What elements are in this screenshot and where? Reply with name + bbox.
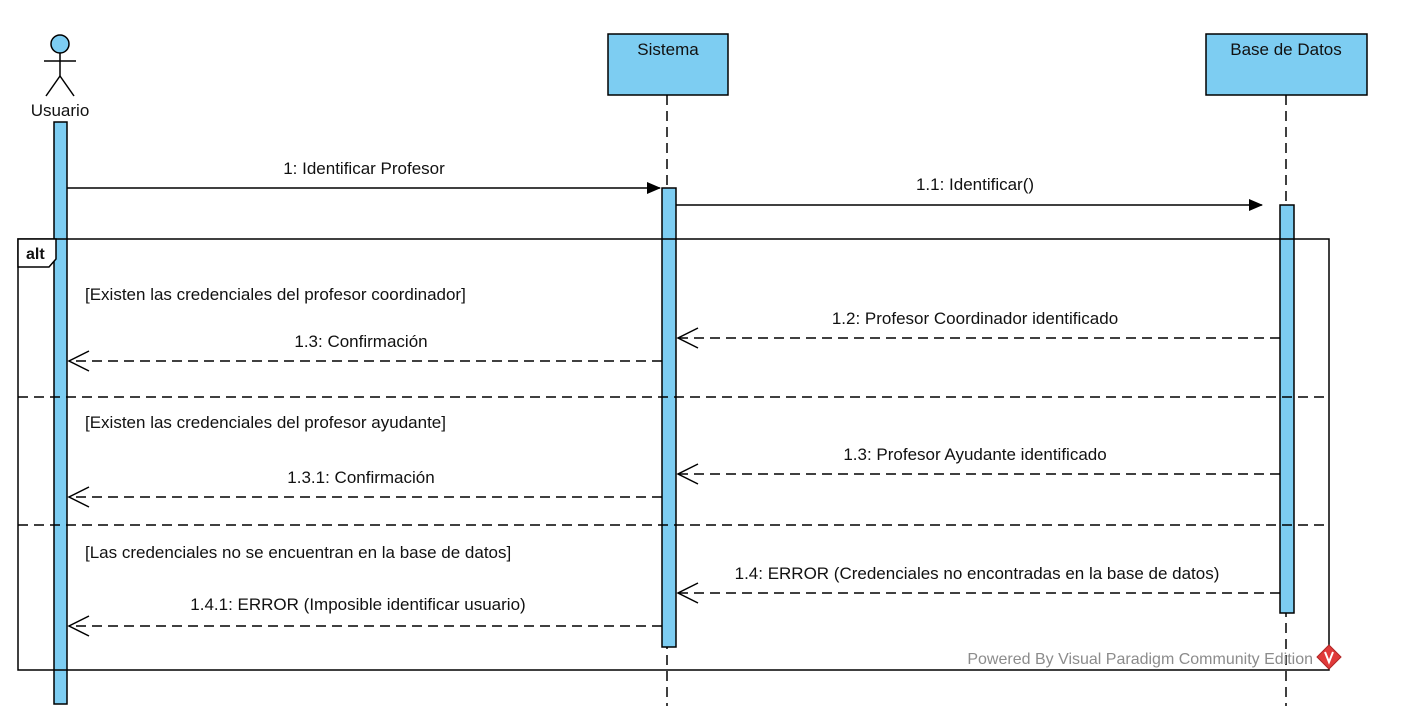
alt-operator-label: alt: [26, 246, 45, 263]
message-1: 1: Identificar Profesor: [67, 159, 661, 194]
actor-leg-left: [45, 75, 61, 97]
message-1-3-ayudante: 1.3: Profesor Ayudante identificado: [676, 445, 1280, 485]
watermark: Powered By Visual Paradigm Community Edi…: [967, 644, 1342, 670]
watermark-text: Powered By Visual Paradigm Community Edi…: [967, 651, 1313, 668]
activation-base-de-datos: [1279, 204, 1295, 614]
message-1-2: 1.2: Profesor Coordinador identificado: [676, 309, 1280, 349]
activation-usuario: [53, 121, 68, 705]
message-1-3: 1.3: Confirmación: [67, 332, 662, 372]
actor-head: [50, 34, 70, 54]
message-1-4-label: 1.4: ERROR (Credenciales no encontradas …: [735, 564, 1220, 583]
participant-base-de-datos: Base de Datos: [1205, 33, 1368, 96]
actor-label: Usuario: [31, 101, 90, 120]
message-1-1-label: 1.1: Identificar(): [916, 175, 1034, 194]
participant-base-de-datos-label: Base de Datos: [1230, 40, 1342, 59]
message-1-1: 1.1: Identificar(): [676, 175, 1263, 211]
message-1-4: 1.4: ERROR (Credenciales no encontradas …: [676, 564, 1280, 604]
actor-usuario: Usuario: [31, 34, 90, 120]
message-1-3-ayudante-label: 1.3: Profesor Ayudante identificado: [843, 445, 1106, 464]
message-1-2-label: 1.2: Profesor Coordinador identificado: [832, 309, 1118, 328]
participant-sistema-label: Sistema: [637, 40, 699, 59]
visual-paradigm-logo-icon: [1316, 644, 1342, 670]
participant-sistema: Sistema: [607, 33, 729, 96]
alt-frame: [17, 238, 1330, 671]
message-1-3-label: 1.3: Confirmación: [294, 332, 427, 351]
message-1-3-1: 1.3.1: Confirmación: [67, 468, 662, 508]
message-1-3-1-label: 1.3.1: Confirmación: [287, 468, 434, 487]
actor-leg-right: [59, 75, 75, 97]
message-1-4-1: 1.4.1: ERROR (Imposible identificar usua…: [67, 595, 662, 637]
guard-coordinador: [Existen las credenciales del profesor c…: [85, 285, 466, 304]
alt-fragment: alt [Existen las credenciales del profes…: [17, 238, 1330, 671]
message-1-label: 1: Identificar Profesor: [283, 159, 445, 178]
guard-no-encontradas: [Las credenciales no se encuentran en la…: [85, 543, 511, 562]
guard-ayudante: [Existen las credenciales del profesor a…: [85, 413, 446, 432]
message-1-4-1-label: 1.4.1: ERROR (Imposible identificar usua…: [190, 595, 525, 614]
alt-tab: [17, 238, 57, 268]
activation-sistema: [661, 187, 677, 648]
